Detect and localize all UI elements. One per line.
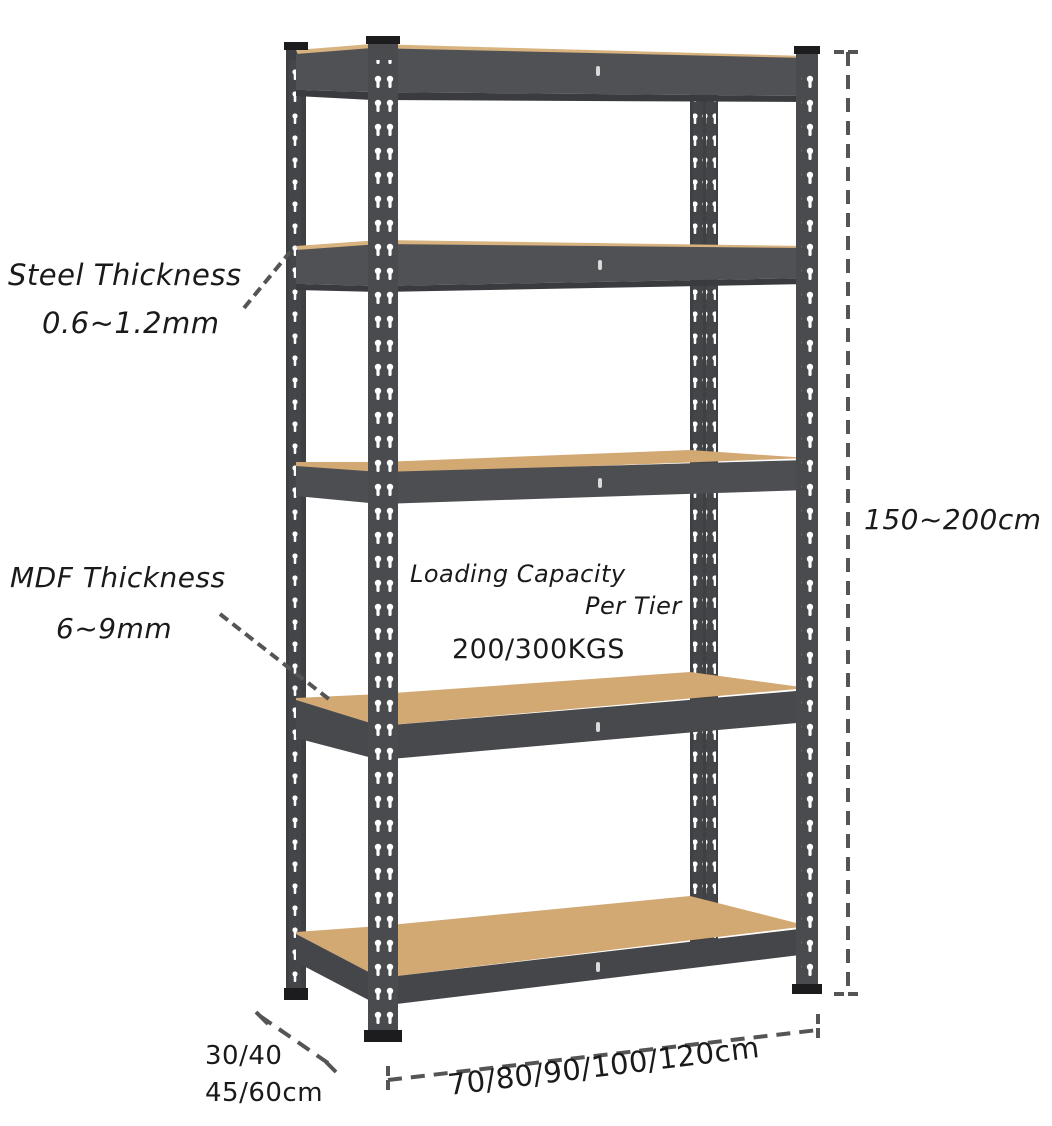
shelf-tier-5 — [296, 896, 808, 1006]
steel-thickness-value: 0.6~1.2mm — [42, 306, 220, 340]
back-right-post — [690, 92, 718, 952]
steel-thickness-leader — [242, 250, 292, 310]
shelf-tier-2 — [296, 240, 808, 292]
depth-dimension-label-line1: 30/40 — [205, 1041, 283, 1071]
dimension-lines — [218, 50, 862, 1094]
loading-capacity-value: 200/300KGS — [452, 634, 625, 665]
shelf-tier-4 — [296, 672, 808, 760]
depth-dimension-line — [258, 1014, 330, 1065]
steel-thickness-title: Steel Thickness — [8, 258, 242, 292]
back-left-post — [286, 48, 306, 998]
loading-capacity-title: Loading Capacity — [410, 560, 626, 588]
mdf-thickness-leader — [218, 612, 332, 702]
loading-capacity-subtitle: Per Tier — [585, 592, 682, 620]
shelf-tier-3 — [296, 450, 808, 504]
height-dimension-label: 150~200cm — [864, 503, 1042, 536]
front-right-post — [792, 46, 822, 994]
back-left-foot — [284, 42, 308, 1000]
depth-dimension-label-line2: 45/60cm — [205, 1078, 324, 1108]
shelf-tier-1 — [296, 44, 808, 102]
width-dimension-line — [387, 1028, 819, 1082]
front-left-post — [364, 36, 402, 1042]
mdf-thickness-value: 6~9mm — [56, 612, 173, 645]
mdf-thickness-title: MDF Thickness — [10, 561, 226, 594]
